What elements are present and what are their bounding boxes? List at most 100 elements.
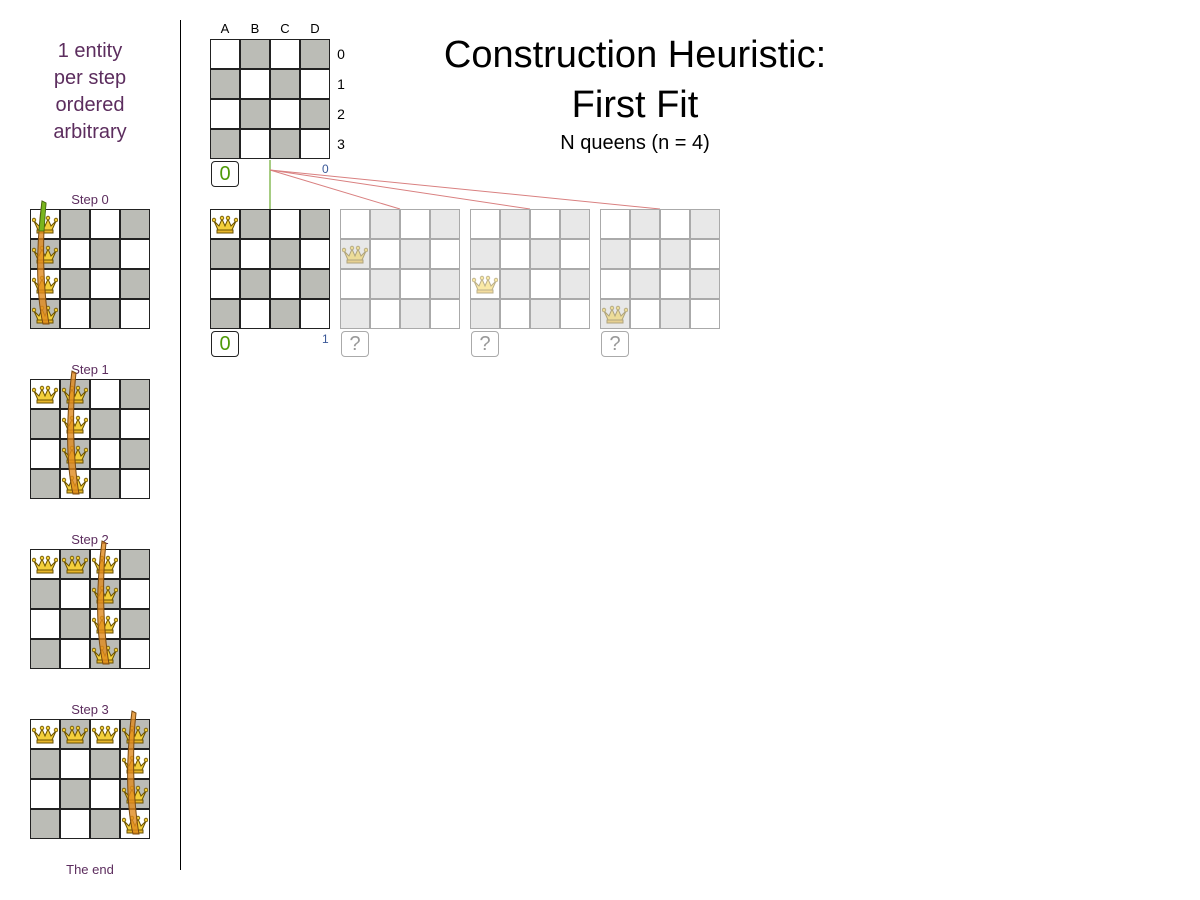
board-cell <box>90 439 120 469</box>
node-score-box: 0 <box>211 331 239 357</box>
board-cell <box>630 209 660 239</box>
board-cell <box>30 379 60 409</box>
board-cell <box>430 299 460 329</box>
description-line: 1 entity <box>57 40 123 62</box>
description-line: ordered <box>55 94 125 116</box>
board-cell <box>430 209 460 239</box>
board-cell <box>530 299 560 329</box>
board-cell <box>270 39 300 69</box>
board-cell <box>500 239 530 269</box>
board-cell <box>500 269 530 299</box>
board-cell <box>60 779 90 809</box>
queen-icon <box>121 753 149 775</box>
board-cell <box>470 269 500 299</box>
board-cell <box>240 299 270 329</box>
page-subtitle: N queens (n = 4) <box>560 132 710 154</box>
board-cell <box>300 99 330 129</box>
board-cell <box>120 209 150 239</box>
board-cell <box>90 209 120 239</box>
board-cell <box>240 129 270 159</box>
page-title-line2: First Fit <box>571 84 699 126</box>
board-cell <box>90 639 120 669</box>
board-cell <box>90 779 120 809</box>
board-cell <box>300 69 330 99</box>
board-cell <box>370 239 400 269</box>
board-cell <box>470 239 500 269</box>
board-cell <box>90 379 120 409</box>
board-cell <box>30 269 60 299</box>
queen-icon <box>91 643 119 665</box>
column-label: C <box>280 21 290 36</box>
node-score-box: ? <box>471 331 499 357</box>
row-label: 3 <box>337 136 345 152</box>
board-cell <box>60 749 90 779</box>
board-cell <box>600 239 630 269</box>
board-cell <box>210 239 240 269</box>
sidebar-divider <box>180 20 181 870</box>
board-cell <box>270 69 300 99</box>
board-cell <box>560 209 590 239</box>
board-cell <box>90 409 120 439</box>
board-cell <box>240 99 270 129</box>
step-board <box>30 719 150 839</box>
board-cell <box>120 579 150 609</box>
board-cell <box>400 239 430 269</box>
board-cell <box>690 239 720 269</box>
queen-icon <box>61 413 89 435</box>
board-cell <box>60 209 90 239</box>
board-cell <box>60 579 90 609</box>
board-cell <box>30 749 60 779</box>
board-cell <box>30 639 60 669</box>
node-score-box: ? <box>601 331 629 357</box>
board-cell <box>270 209 300 239</box>
node-score-box: ? <box>341 331 369 357</box>
board-cell <box>600 299 630 329</box>
board-cell <box>690 269 720 299</box>
board-cell <box>400 269 430 299</box>
board-cell <box>90 549 120 579</box>
board-cell <box>630 269 660 299</box>
step-label: Step 2 <box>71 532 109 547</box>
board-cell <box>560 269 590 299</box>
board-cell <box>270 239 300 269</box>
board-cell <box>60 269 90 299</box>
column-label: A <box>220 21 230 36</box>
board-cell <box>210 99 240 129</box>
queen-icon <box>121 783 149 805</box>
queen-icon <box>91 723 119 745</box>
board-cell <box>270 99 300 129</box>
board-cell <box>240 239 270 269</box>
board-cell <box>240 39 270 69</box>
board-cell <box>30 579 60 609</box>
board-cell <box>500 299 530 329</box>
board-cell <box>660 239 690 269</box>
root-score-box: 0 <box>211 161 239 187</box>
queen-icon <box>31 303 59 325</box>
board-cell <box>470 209 500 239</box>
column-label: D <box>310 21 320 36</box>
step-label: Step 3 <box>71 702 109 717</box>
board-cell <box>90 469 120 499</box>
queen-icon <box>31 213 59 235</box>
board-cell <box>690 299 720 329</box>
board-cell <box>60 439 90 469</box>
board-cell <box>270 269 300 299</box>
board-cell <box>530 209 560 239</box>
board-cell <box>90 809 120 839</box>
board-cell <box>120 409 150 439</box>
row-label: 0 <box>337 46 345 62</box>
board-cell <box>60 639 90 669</box>
queen-icon <box>61 553 89 575</box>
board-cell <box>300 129 330 159</box>
board-cell <box>600 209 630 239</box>
board-cell <box>120 609 150 639</box>
step-board <box>30 379 150 499</box>
root-depth-label: 0 <box>322 162 329 176</box>
description-line: arbitrary <box>53 121 127 143</box>
board-cell <box>90 269 120 299</box>
board-cell <box>300 299 330 329</box>
board-cell <box>120 719 150 749</box>
board-cell <box>60 299 90 329</box>
board-cell <box>660 299 690 329</box>
board-cell <box>660 209 690 239</box>
